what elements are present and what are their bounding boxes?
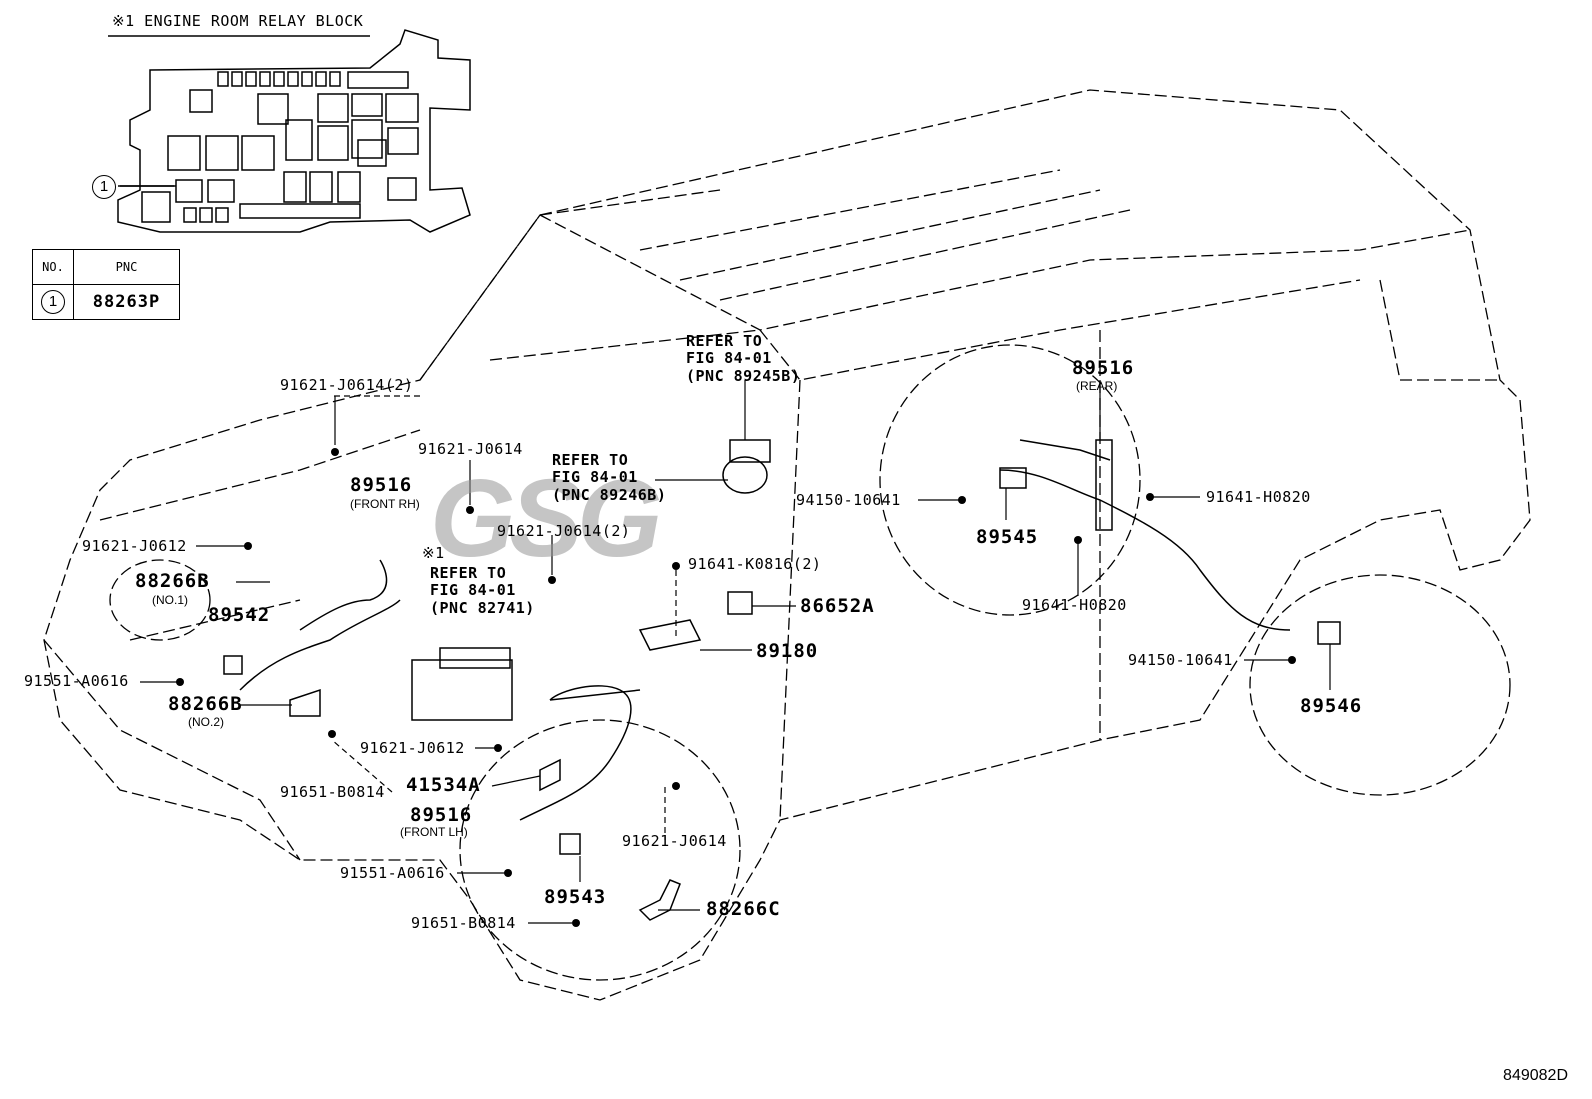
part-label: 91651-B0814 (411, 914, 516, 932)
reference-note-82741: REFER TO FIG 84-01 (PNC 82741) (430, 564, 535, 617)
part-label: 91651-B0814 (280, 783, 385, 801)
part-label: 91621-J0612 (360, 739, 465, 757)
relay-callout-badge: 1 (92, 175, 116, 199)
part-note: (REAR) (1076, 379, 1118, 393)
part-label: 88266B (168, 693, 243, 715)
part-label: 91551-A0616 (24, 672, 129, 690)
part-label: 91621-J0614(2) (497, 522, 631, 540)
row-no-cell: 1 (32, 284, 74, 320)
part-label: 94150-10641 (1128, 651, 1233, 669)
part-label: 91641-K0816(2) (688, 555, 822, 573)
part-label: 89516 (410, 804, 473, 826)
header-pnc: PNC (73, 249, 180, 285)
reference-note-89245b: REFER TO FIG 84-01 (PNC 89245B) (686, 332, 801, 385)
part-label: 89516 (1072, 357, 1135, 379)
reference-note-89246b: REFER TO FIG 84-01 (PNC 89246B) (552, 451, 667, 504)
part-label: 86652A (800, 595, 875, 617)
vehicle-outline (43, 89, 1531, 1001)
row-pnc-cell: 88263P (73, 284, 180, 320)
part-note: (NO.1) (152, 593, 188, 607)
relay-reference-mark: ※1 (422, 544, 445, 562)
pnc-table: NO. PNC 1 88263P (32, 249, 180, 320)
part-label: 89543 (544, 886, 607, 908)
part-label: 41534A (406, 774, 481, 796)
part-label: 89516 (350, 474, 413, 496)
part-label: 89180 (756, 640, 819, 662)
part-label: 88266B (135, 570, 210, 592)
part-label: 89546 (1300, 695, 1363, 717)
part-label: 94150-10641 (796, 491, 901, 509)
part-label: 91551-A0616 (340, 864, 445, 882)
part-label: 88266C (706, 898, 781, 920)
part-label: 91621-J0614(2) (280, 376, 414, 394)
part-label: 89545 (976, 526, 1039, 548)
header-no: NO. (32, 249, 74, 285)
leader-lines (140, 380, 1331, 924)
part-label: 91621-J0612 (82, 537, 187, 555)
part-note: (FRONT LH) (400, 825, 468, 839)
relay-block-title: ※1 ENGINE ROOM RELAY BLOCK (112, 12, 364, 30)
part-note: (NO.2) (188, 715, 224, 729)
part-label: 91641-H0820 (1206, 488, 1311, 506)
watermark: GSG (430, 457, 662, 580)
part-label: 91641-H0820 (1022, 596, 1127, 614)
component-drawings (120, 185, 1341, 921)
part-label: 91621-J0614 (622, 832, 727, 850)
part-label: 91621-J0614 (418, 440, 523, 458)
fastener-symbols (176, 448, 1296, 927)
diagram-code: 849082D (1503, 1067, 1568, 1084)
part-note: (FRONT RH) (350, 497, 420, 511)
part-label: 89542 (208, 604, 271, 626)
relay-block-drawing (108, 29, 471, 233)
